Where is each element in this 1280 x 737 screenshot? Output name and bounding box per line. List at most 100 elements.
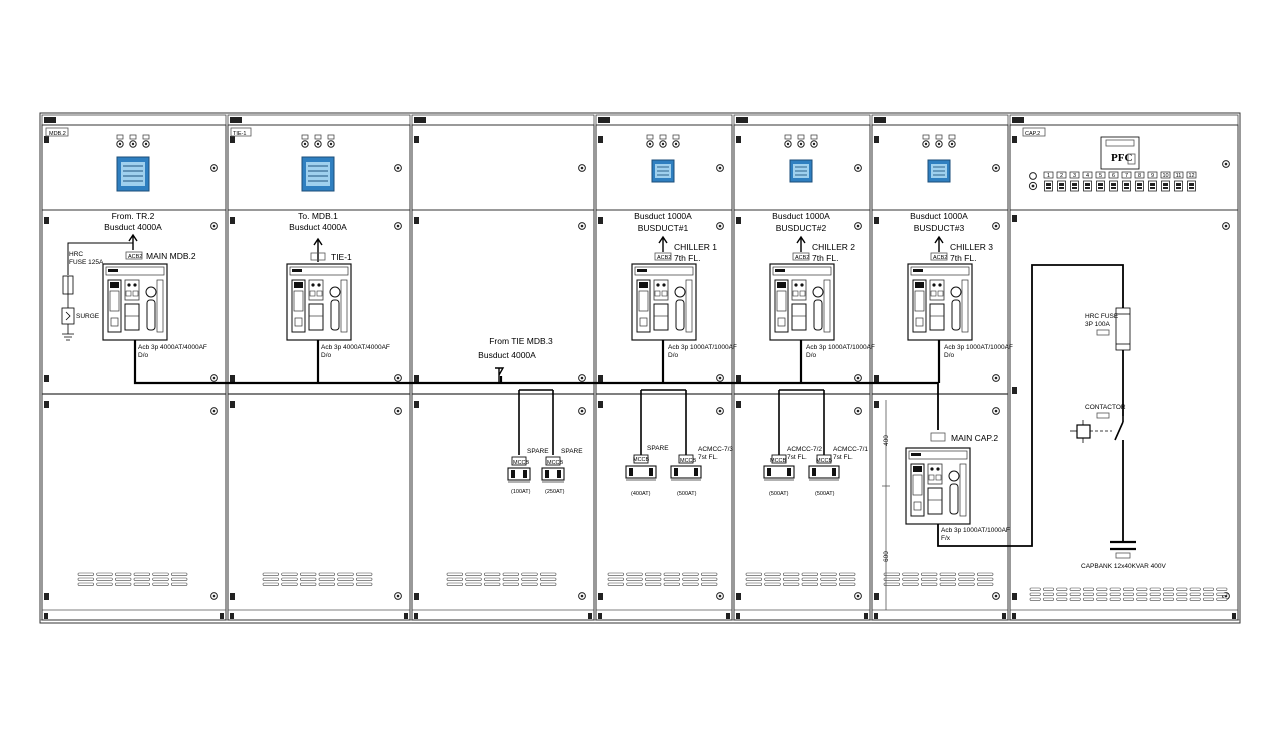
section-top-strip (1009, 114, 1239, 126)
pilot-lamp-icon (948, 134, 956, 148)
lamp-label (922, 134, 930, 140)
section-frame (1009, 124, 1239, 621)
cap-step-9: 9 (1147, 171, 1158, 192)
door-lock-dot (212, 224, 216, 228)
trip-key (915, 317, 924, 327)
section-top-strip (227, 114, 411, 126)
breaker-rating-plate (105, 266, 165, 276)
step-number-box (1043, 171, 1054, 179)
panel-tag-tie1: TIE-1 (230, 127, 252, 137)
lamp-dot (786, 142, 790, 146)
trip-panel (776, 290, 787, 312)
step-switch-top (1163, 183, 1168, 186)
hinge (598, 375, 603, 382)
hinge (598, 401, 603, 408)
pilot-lamp-icon (301, 134, 309, 148)
base-bolt (588, 613, 592, 619)
pilot-lamp-icon (646, 134, 654, 148)
louvre-slot (262, 572, 279, 576)
louvre-slot (318, 582, 335, 586)
hinge (44, 136, 49, 143)
louvre-slot (626, 572, 643, 576)
louvre-slot (446, 582, 463, 586)
louvre-slot (1176, 592, 1188, 596)
door-lock-dot (718, 166, 722, 170)
lamp-dot (812, 142, 816, 146)
step-number-label: 10 (1162, 173, 1168, 179)
cap-step-10: 10 (1160, 171, 1171, 192)
step-switch-top (1124, 183, 1129, 186)
door-lock-dot (580, 594, 584, 598)
mccb-body (763, 465, 795, 479)
door-lock-dot (212, 166, 216, 170)
breaker-rating-plate (634, 266, 694, 276)
base-bolt (864, 613, 868, 619)
louvre-slot (801, 582, 818, 586)
svg-text:D/o: D/o (944, 352, 955, 359)
louvre-slot (300, 577, 317, 581)
pilot-lamp-icon (129, 134, 137, 148)
louvre-slot (337, 582, 354, 586)
push-button (661, 290, 668, 297)
louvre-slot (484, 582, 501, 586)
feeder-labels: SPARE MCCB (100AT) SPARE MCCB (250AT) SP… (511, 445, 868, 497)
breaker-tag (911, 453, 921, 456)
lifting-lug (874, 117, 886, 123)
door-lock-dot (994, 166, 998, 170)
fuse-icon (1115, 307, 1131, 351)
louvre-slot (1056, 587, 1068, 591)
hinge (874, 401, 879, 408)
door-lock-dot (994, 594, 998, 598)
louvre-slot (1029, 592, 1041, 596)
louvre-slot (1029, 597, 1041, 601)
door-lock-dot (580, 376, 584, 380)
pilot-lamp-icon (314, 134, 322, 148)
indicator (127, 283, 131, 287)
hinge (230, 217, 235, 224)
louvre-slot (607, 582, 624, 586)
lamp-dot (303, 142, 307, 146)
mccb-body (625, 465, 657, 479)
contactor-icon (1070, 416, 1124, 443)
svg-text:Acb 3p 1000AT/1000AF: Acb 3p 1000AT/1000AF (806, 344, 875, 351)
charging-knob (145, 286, 157, 298)
svg-text:D/o: D/o (321, 352, 332, 359)
mccb-tag (511, 456, 527, 466)
mccb-handle (511, 470, 515, 478)
louvre-slot (1056, 597, 1068, 601)
breaker-icon (769, 263, 835, 341)
indicator-window (653, 279, 669, 301)
louvre-slot (1069, 597, 1081, 601)
louvre-slot (958, 577, 975, 581)
step-number-label: 4 (1086, 173, 1089, 179)
louvre-slot (1096, 597, 1108, 601)
mdb2-breaker-name: MAIN MDB.2 (146, 251, 196, 261)
louvre-slot (1083, 597, 1094, 601)
svg-text:Acb 3p 4000AT/4000AF: Acb 3p 4000AT/4000AF (321, 344, 390, 351)
trip-display (915, 282, 924, 288)
meter-icon (927, 159, 951, 183)
mccb-handle (832, 468, 836, 476)
svg-text:(250AT): (250AT) (545, 489, 565, 495)
breaker-icon (102, 263, 168, 341)
indicator (932, 283, 936, 287)
step-number-box (1108, 171, 1119, 179)
mccb-handle (557, 470, 561, 478)
mccb-handle (694, 468, 698, 476)
charging-handle (330, 299, 340, 331)
charging-knob (948, 470, 960, 482)
svg-text:(400AT): (400AT) (631, 491, 651, 497)
hinge (874, 375, 879, 382)
louvre-slot (1029, 587, 1041, 591)
svg-text:MCCB: MCCB (633, 457, 650, 463)
svg-text:CHILLER 3: CHILLER 3 (950, 242, 993, 252)
base-bolt (874, 613, 878, 619)
lamp-label (659, 134, 667, 140)
mccb-tag (678, 454, 694, 464)
step-number-label: 9 (1151, 173, 1154, 179)
svg-text:CHILLER 2: CHILLER 2 (812, 242, 855, 252)
svg-text:MAIN CAP.2: MAIN CAP.2 (951, 433, 998, 443)
svg-text:Busduct 1000A: Busduct 1000A (910, 211, 968, 221)
indicator (311, 283, 315, 287)
louvre-slot (1069, 592, 1081, 596)
